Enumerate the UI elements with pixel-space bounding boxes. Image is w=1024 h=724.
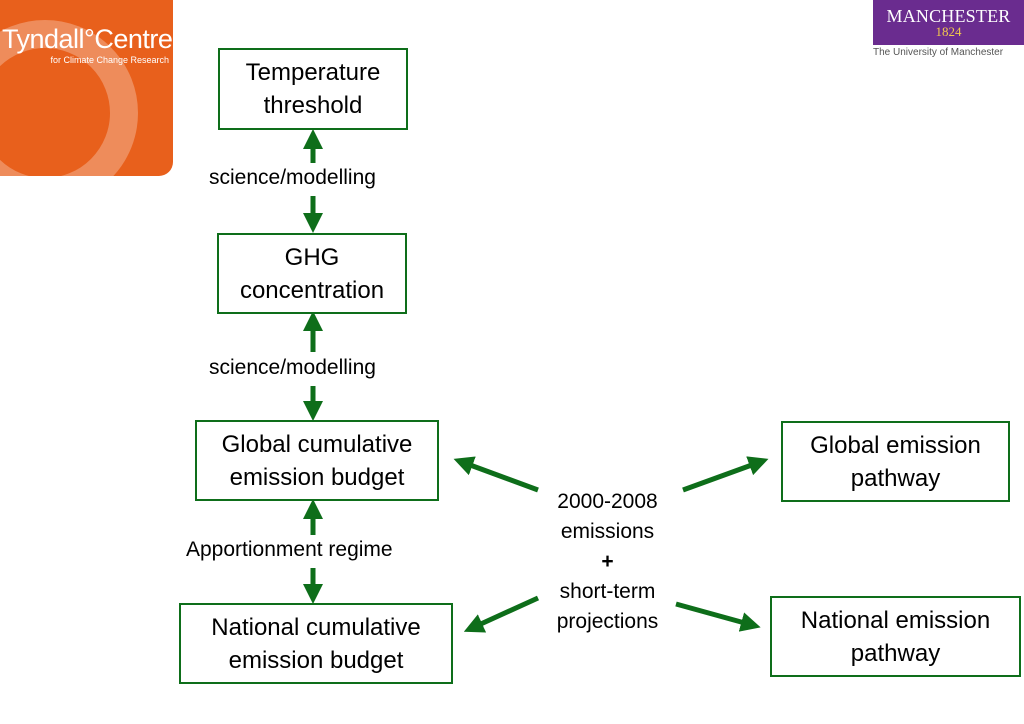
science-modelling-label-2: science/modelling [209, 356, 376, 379]
arrow-to-global-pathway [682, 456, 769, 493]
temperature-threshold-box: Temperature threshold [218, 48, 408, 130]
tyndall-centre-logo: Tyndall°Centre for Climate Change Resear… [0, 0, 173, 176]
center-plus: + [601, 550, 614, 573]
center-line-years: 2000-2008 [557, 490, 658, 513]
university-name: The University of Manchester [873, 47, 1004, 58]
center-line-emissions: emissions [560, 520, 655, 543]
center-emissions-text: 2000-2008 emissions + short-term project… [535, 487, 680, 637]
center-line-projections: projections [556, 610, 659, 633]
arrow-to-global-budget [453, 456, 539, 493]
national-cumulative-budget-box: National cumulative emission budget [179, 603, 453, 684]
apportionment-regime-label: Apportionment regime [186, 538, 393, 561]
global-cumulative-budget-box: Global cumulative emission budget [195, 420, 439, 501]
tyndall-logo-name: Tyndall°Centre [2, 24, 173, 54]
arrow-to-national-budget [463, 595, 540, 633]
manchester-logo: MANCHESTER 1824 [873, 0, 1024, 45]
global-emission-pathway-box: Global emission pathway [781, 421, 1010, 502]
tyndall-logo-tagline: for Climate Change Research [50, 55, 169, 65]
center-line-short-term: short-term [559, 580, 656, 603]
ghg-concentration-box: GHG concentration [217, 233, 407, 314]
manchester-wordmark: MANCHESTER [886, 6, 1011, 26]
national-emission-pathway-box: National emission pathway [770, 596, 1021, 677]
science-modelling-label-1: science/modelling [209, 166, 376, 189]
arrow-to-national-pathway [675, 601, 761, 632]
manchester-year: 1824 [935, 24, 962, 39]
